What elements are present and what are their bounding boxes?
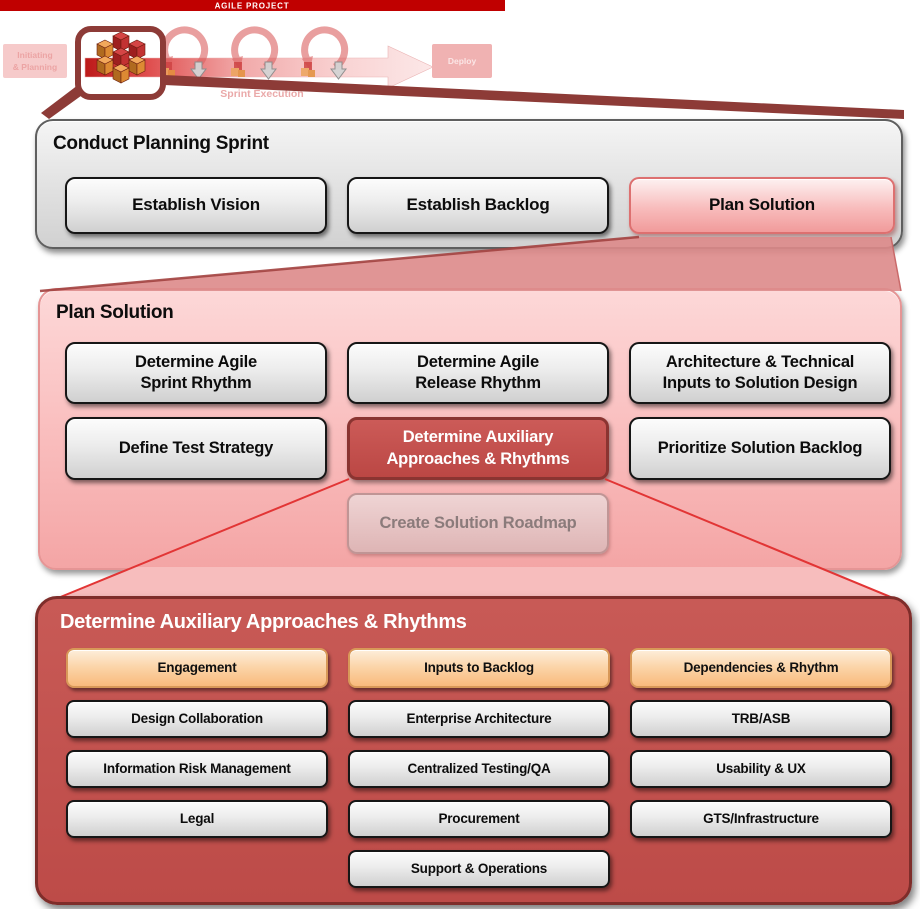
plan-solution-button[interactable]: Plan Solution <box>629 177 895 234</box>
plan-solution-title: Plan Solution <box>56 302 174 323</box>
establish-vision-button[interactable]: Establish Vision <box>65 177 327 234</box>
determine-agile-release-rhythm-button[interactable]: Determine Agile Release Rhythm <box>347 342 609 404</box>
button-label: TRB/ASB <box>731 711 791 727</box>
down-arrow-icon <box>330 61 347 80</box>
cube-cluster-small-icon <box>231 62 245 77</box>
button-label: Support & Operations <box>410 861 548 877</box>
architecture-technical-inputs-button[interactable]: Architecture & Technical Inputs to Solut… <box>629 342 891 404</box>
establish-backlog-button[interactable]: Establish Backlog <box>347 177 609 234</box>
mini-cube-icons <box>161 62 315 77</box>
button-label: Architecture & Technical <box>665 352 855 371</box>
button-label: Determine Auxiliary <box>402 428 554 447</box>
button-label: Create Solution Roadmap <box>379 513 577 532</box>
trb-asb-button[interactable]: TRB/ASB <box>630 700 892 738</box>
usability-ux-button[interactable]: Usability & UX <box>630 750 892 788</box>
button-label: Determine Agile <box>416 352 539 371</box>
button-label: Define Test Strategy <box>118 438 274 457</box>
button-label: Approaches & Rhythms <box>386 449 570 468</box>
button-label: Procurement <box>438 811 520 827</box>
button-label: Legal <box>179 811 215 827</box>
enterprise-architecture-button[interactable]: Enterprise Architecture <box>348 700 610 738</box>
button-label: Usability & UX <box>716 761 806 777</box>
procurement-button[interactable]: Procurement <box>348 800 610 838</box>
determine-auxiliary-panel: Determine Auxiliary Approaches & Rhythms… <box>35 596 912 905</box>
legal-button[interactable]: Legal <box>66 800 328 838</box>
deploy-box <box>432 44 492 78</box>
button-label: Design Collaboration <box>131 711 263 727</box>
deploy-label: Deploy <box>448 56 477 66</box>
centralized-testing-qa-button[interactable]: Centralized Testing/QA <box>348 750 610 788</box>
button-label: GTS/Infrastructure <box>703 811 819 827</box>
information-risk-management-button[interactable]: Information Risk Management <box>66 750 328 788</box>
gts-infrastructure-button[interactable]: GTS/Infrastructure <box>630 800 892 838</box>
define-test-strategy-button[interactable]: Define Test Strategy <box>65 417 327 480</box>
create-solution-roadmap-button[interactable]: Create Solution Roadmap <box>347 493 609 554</box>
button-label: Inputs to Solution Design <box>662 374 858 392</box>
sprint-loop-icons <box>161 26 349 70</box>
sprint-loop-icon <box>161 26 209 70</box>
button-label: Plan Solution <box>708 195 815 215</box>
conduct-planning-sprint-title: Conduct Planning Sprint <box>53 133 269 154</box>
engagement-column: Engagement Design Collaboration Informat… <box>66 648 328 838</box>
initiating-label-line1: Initiating <box>17 50 52 60</box>
process-arrow <box>84 45 434 89</box>
design-collaboration-button[interactable]: Design Collaboration <box>66 700 328 738</box>
engagement-header-button[interactable]: Engagement <box>66 648 328 688</box>
support-operations-button[interactable]: Support & Operations <box>348 850 610 888</box>
dependencies-rhythm-column: Dependencies & Rhythm TRB/ASB Usability … <box>630 648 892 838</box>
button-label: Inputs to Backlog <box>424 660 534 676</box>
cube-cluster-small-icon <box>161 62 175 77</box>
agile-project-banner <box>0 0 505 11</box>
button-label: Sprint Rhythm <box>140 374 252 392</box>
sprint-execution-label: Sprint Execution <box>220 88 303 100</box>
cube-cluster-icon <box>96 31 146 84</box>
button-label: Establish Backlog <box>406 195 550 215</box>
button-label: Engagement <box>157 660 237 676</box>
down-arrow-icon <box>190 61 207 80</box>
button-label: Prioritize Solution Backlog <box>657 438 863 457</box>
dependencies-rhythm-header-button[interactable]: Dependencies & Rhythm <box>630 648 892 688</box>
button-label: Information Risk Management <box>103 761 291 777</box>
sprint-loop-icon <box>301 26 349 70</box>
inputs-to-backlog-column: Inputs to Backlog Enterprise Architectur… <box>348 648 610 888</box>
button-label: Release Rhythm <box>415 374 541 392</box>
determine-auxiliary-title: Determine Auxiliary Approaches & Rhythms <box>60 611 467 633</box>
magnifier-callout <box>41 26 904 119</box>
down-arrow-icon <box>260 61 277 80</box>
inputs-to-backlog-header-button[interactable]: Inputs to Backlog <box>348 648 610 688</box>
button-label: Enterprise Architecture <box>406 711 552 727</box>
cube-cluster-small-icon <box>301 62 315 77</box>
determine-agile-sprint-rhythm-button[interactable]: Determine Agile Sprint Rhythm <box>65 342 327 404</box>
prioritize-solution-backlog-button[interactable]: Prioritize Solution Backlog <box>629 417 891 480</box>
initiating-label-line2: & Planning <box>13 62 57 72</box>
conduct-planning-sprint-panel: Conduct Planning Sprint Establish Vision… <box>35 119 903 249</box>
down-arrow-icons <box>190 61 347 80</box>
initiating-planning-box <box>3 44 67 78</box>
plan-solution-panel: Plan Solution Determine Agile Sprint Rhy… <box>38 288 902 570</box>
agile-project-title: AGILE PROJECT <box>215 2 290 11</box>
button-label: Centralized Testing/QA <box>407 761 551 777</box>
determine-auxiliary-approaches-button[interactable]: Determine Auxiliary Approaches & Rhythms <box>347 417 609 480</box>
button-label: Dependencies & Rhythm <box>683 660 839 676</box>
sprint-loop-icon <box>231 26 279 70</box>
button-label: Determine Agile <box>134 352 257 371</box>
button-label: Establish Vision <box>132 195 260 215</box>
